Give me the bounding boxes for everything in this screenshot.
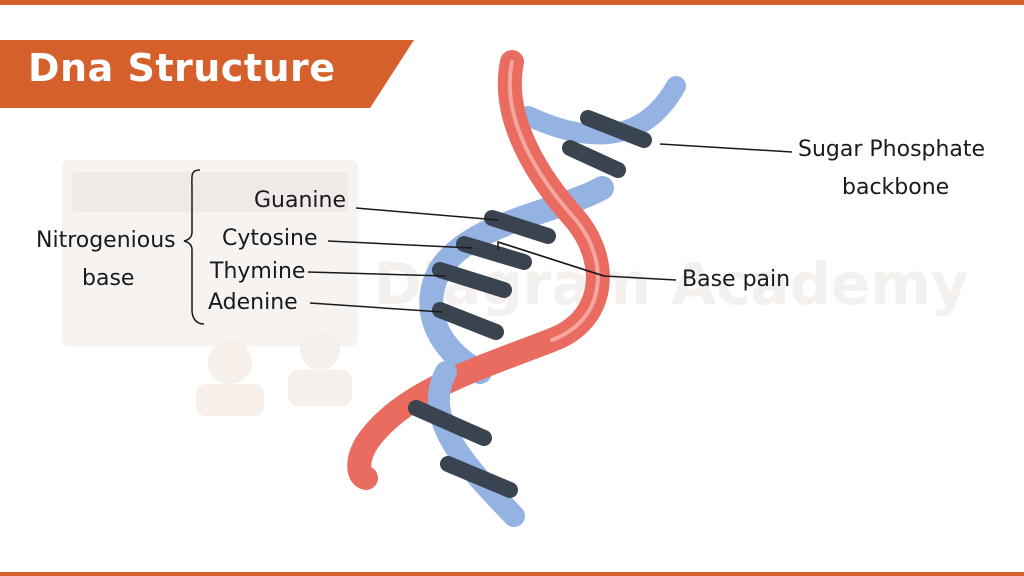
watermark-figure-head-2 [300,330,340,370]
base-pair-leader-2 [497,241,605,277]
base-rung-1 [580,110,652,148]
label-adenine: Adenine [208,290,298,315]
watermark-figure-body [196,384,264,416]
base-rung-7 [408,400,492,446]
base-rung-4 [456,236,532,270]
adenine-leader [309,302,443,313]
label-guanine: Guanine [254,188,347,213]
label-thymine: Thymine [210,259,306,284]
watermark-figure-body-2 [288,370,352,406]
label-sugar-phosphate-line2: backbone [842,175,950,200]
guanine-leader [355,207,499,221]
cytosine-leader [327,240,473,249]
watermark-figure-head [208,340,252,384]
base-rung-3 [484,210,556,244]
top-accent-bar [0,0,1024,5]
base-rung-2 [562,140,626,178]
label-cytosine: Cytosine [222,226,318,251]
title-banner-shape [0,40,414,108]
watermark-board-header [72,172,348,212]
blue-strand-lower [427,361,525,527]
base-pairs [408,110,652,498]
label-nitrogenous-base-line1: Nitrogenious [36,228,176,253]
label-nitrogenous-base-line2: base [82,266,135,291]
base-rung-5 [432,262,512,298]
leader-lines [183,143,793,325]
base-rung-8 [440,456,518,498]
title-banner: Dna Structure [0,40,420,108]
nitrogenous-base-brace [183,169,205,325]
base-rung-6 [432,302,504,340]
red-strand-highlight [507,60,600,342]
bottom-accent-bar [0,572,1024,576]
sugar-phosphate-leader [659,143,793,153]
thymine-leader [307,271,447,277]
label-sugar-phosphate-line1: Sugar Phosphate [798,137,986,162]
page-title: Dna Structure [28,46,336,90]
label-base-pair: Base pain [682,267,791,292]
